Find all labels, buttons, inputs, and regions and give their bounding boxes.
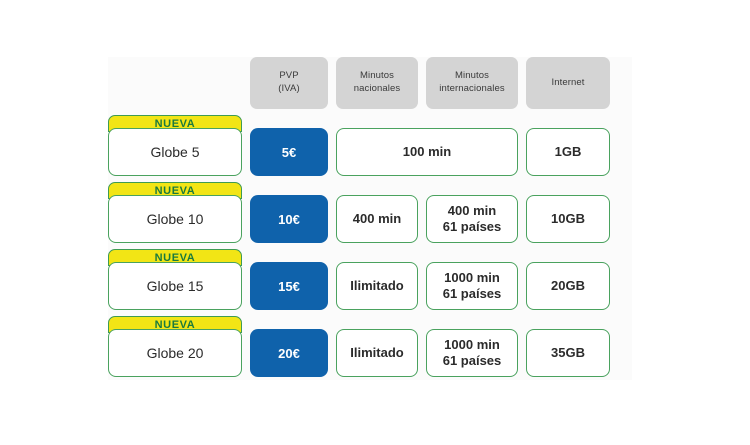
column-header-international-minutes-line2: internacionales — [439, 83, 505, 94]
column-header-national-minutes: Minutos nacionales — [336, 57, 418, 109]
internet-cell: 35GB — [526, 329, 610, 377]
plan-cell-wrapper: NUEVA Globe 5 — [108, 115, 242, 176]
column-header-internet: Internet — [526, 57, 610, 109]
pricing-table: PVP (IVA) Minutos nacionales Minutos int… — [108, 57, 632, 383]
plan-cell-wrapper: NUEVA Globe 10 — [108, 182, 242, 243]
internet-cell: 10GB — [526, 195, 610, 243]
table-row: NUEVA Globe 15 15€ Ilimitado 1000 min 61… — [108, 249, 632, 310]
column-header-price: PVP (IVA) — [250, 57, 328, 109]
column-header-price-line1: PVP — [279, 70, 299, 82]
national-minutes-cell: Ilimitado — [336, 329, 418, 377]
plan-price-cell[interactable]: 5€ — [250, 128, 328, 176]
plan-price-cell[interactable]: 20€ — [250, 329, 328, 377]
column-header-national-minutes-line2: nacionales — [353, 83, 401, 94]
column-header-international-minutes-line1: Minutos — [455, 70, 489, 82]
table-header-row: PVP (IVA) Minutos nacionales Minutos int… — [108, 57, 632, 109]
international-minutes-line2: 61 países — [442, 353, 502, 368]
table-row: NUEVA Globe 10 10€ 400 min 400 min 61 pa… — [108, 182, 632, 243]
plan-name-cell[interactable]: Globe 15 — [108, 262, 242, 310]
international-minutes-line1: 1000 min — [444, 270, 500, 286]
plan-name-cell[interactable]: Globe 20 — [108, 329, 242, 377]
international-minutes-line2: 61 países — [442, 219, 502, 234]
minutes-combined-cell: 100 min — [336, 128, 518, 176]
plan-cell-wrapper: NUEVA Globe 20 — [108, 316, 242, 377]
plan-price-cell[interactable]: 15€ — [250, 262, 328, 310]
international-minutes-line2: 61 países — [442, 286, 502, 301]
international-minutes-line1: 1000 min — [444, 337, 500, 353]
international-minutes-cell: 1000 min 61 países — [426, 262, 518, 310]
plan-cell-wrapper: NUEVA Globe 15 — [108, 249, 242, 310]
column-header-international-minutes: Minutos internacionales — [426, 57, 518, 109]
national-minutes-cell: 400 min — [336, 195, 418, 243]
international-minutes-cell: 1000 min 61 países — [426, 329, 518, 377]
header-spacer-cell — [108, 57, 242, 109]
column-header-internet-line1: Internet — [551, 76, 585, 88]
column-header-national-minutes-line1: Minutos — [360, 70, 394, 82]
international-minutes-line1: 400 min — [447, 203, 497, 219]
internet-cell: 1GB — [526, 128, 610, 176]
table-row: NUEVA Globe 20 20€ Ilimitado 1000 min 61… — [108, 316, 632, 377]
table-row: NUEVA Globe 5 5€ 100 min 1GB — [108, 115, 632, 176]
column-header-price-line2: (IVA) — [278, 83, 300, 94]
plan-price-cell[interactable]: 10€ — [250, 195, 328, 243]
internet-cell: 20GB — [526, 262, 610, 310]
international-minutes-cell: 400 min 61 países — [426, 195, 518, 243]
plan-name-cell[interactable]: Globe 5 — [108, 128, 242, 176]
plan-name-cell[interactable]: Globe 10 — [108, 195, 242, 243]
national-minutes-cell: Ilimitado — [336, 262, 418, 310]
